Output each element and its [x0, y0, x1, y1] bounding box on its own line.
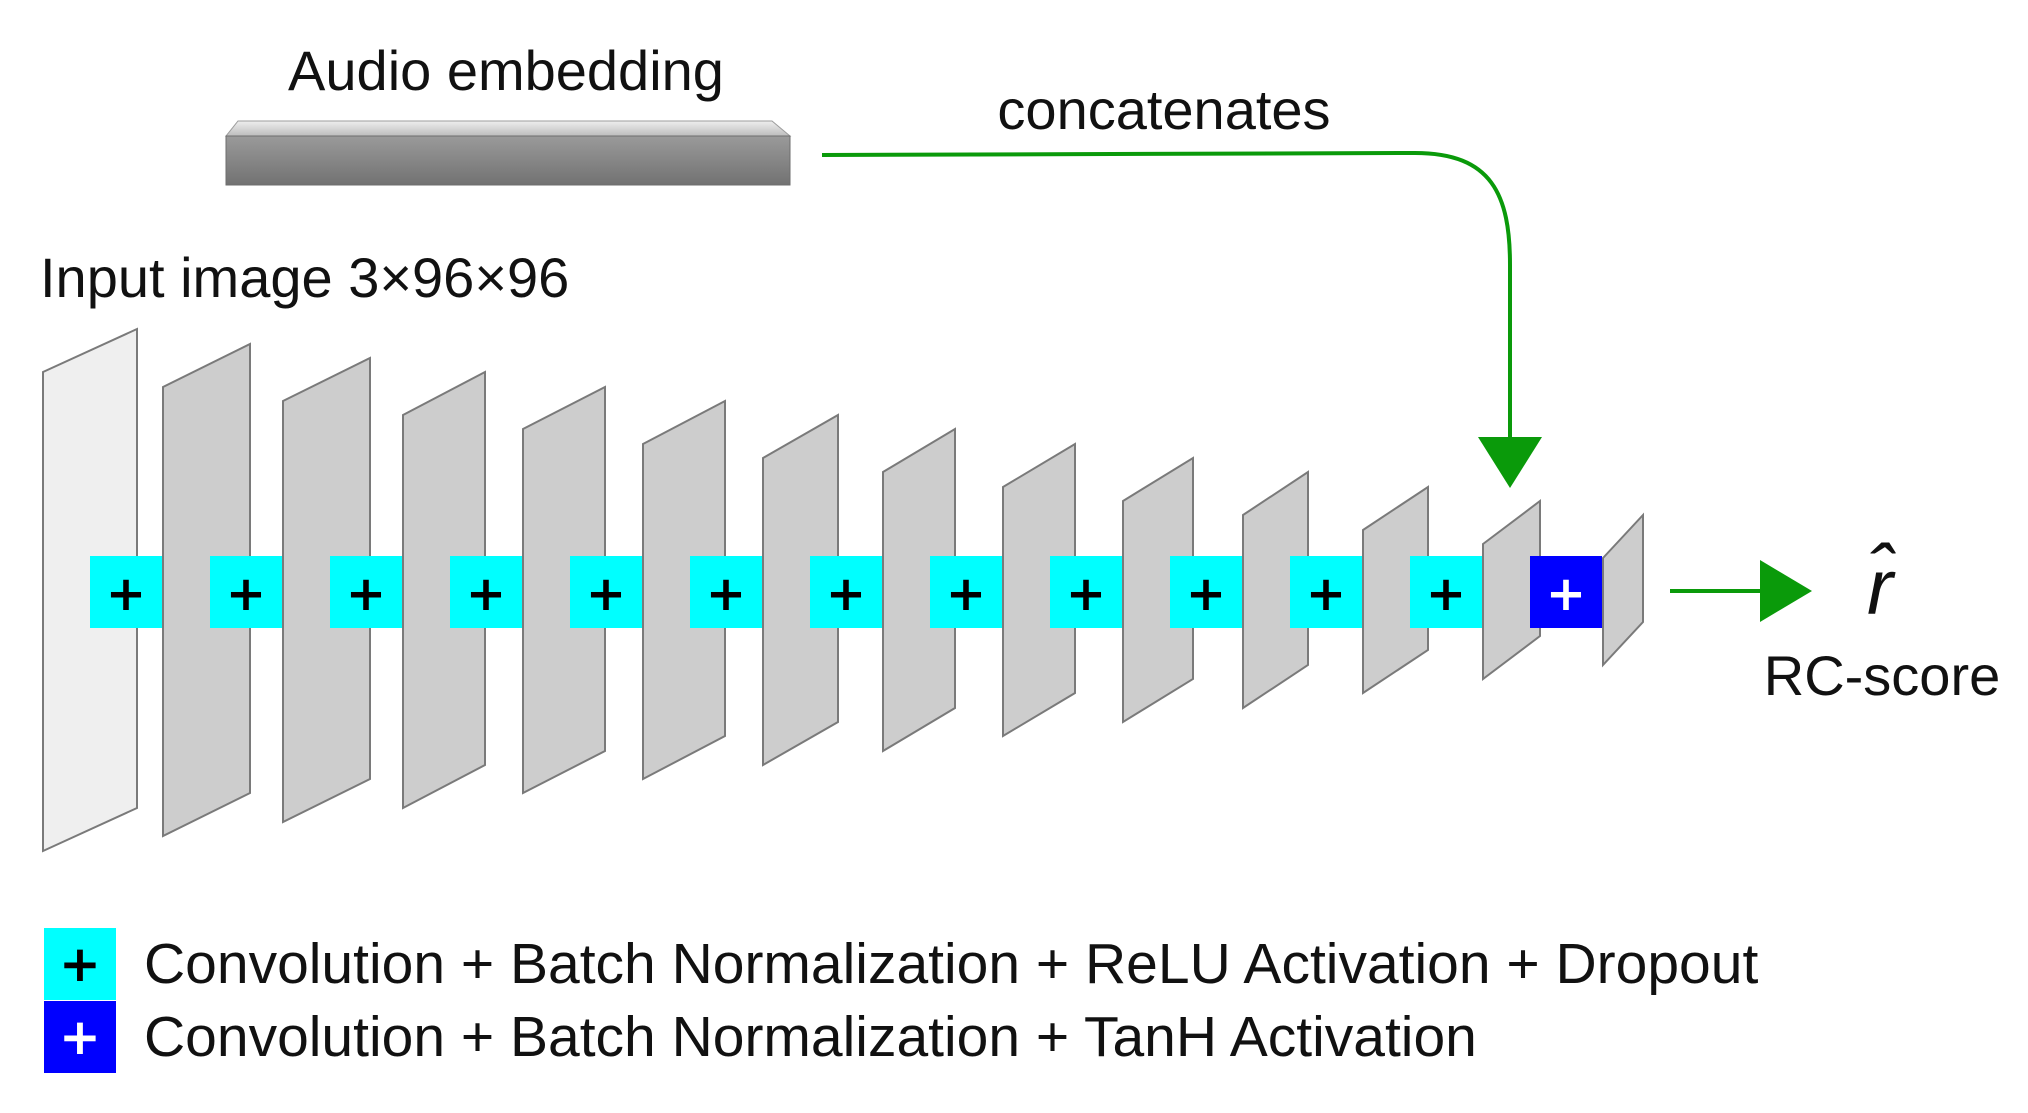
feature-map-layer — [1362, 485, 1429, 695]
conv-block — [570, 556, 642, 628]
concatenate-arrow-line — [821, 150, 1512, 440]
feature-map-layer — [1242, 470, 1309, 710]
legend-conv-label: Convolution + Batch Normalization + ReLU… — [144, 932, 1759, 996]
conv-block-symbol: + — [106, 566, 146, 622]
conv-block-symbol: + — [346, 566, 386, 622]
conv-block — [450, 556, 522, 628]
feature-map-layer — [162, 342, 251, 838]
legend-tanh-label: Convolution + Batch Normalization + TanH… — [144, 1005, 1477, 1069]
feature-map-layer — [642, 399, 726, 781]
feature-map-layer — [1602, 512, 1644, 668]
feature-map-layer — [882, 427, 956, 753]
feature-map-layer — [402, 370, 486, 810]
output-arrow-head — [1760, 560, 1812, 622]
output-symbol: r̂ — [1867, 543, 1896, 631]
conv-block — [330, 556, 402, 628]
conv-block-symbol: + — [586, 566, 626, 622]
audio-embedding-label: Audio embedding — [288, 39, 724, 102]
feature-map-layer — [1002, 442, 1076, 738]
conv-blocks: + + + + + + + + + + + + — [90, 556, 1482, 628]
conv-block — [90, 556, 162, 628]
conv-block-symbol: + — [1306, 566, 1346, 622]
legend-tanh-swatch: + — [44, 1001, 116, 1073]
conv-block — [930, 556, 1002, 628]
concatenates-label: concatenates — [997, 78, 1330, 141]
feature-map-layer — [1482, 498, 1541, 682]
tanh-block-symbol: + — [1546, 566, 1586, 622]
input-image-label: Input image 3×96×96 — [40, 246, 569, 309]
audio-embedding-bar — [224, 120, 792, 186]
feature-map-layer — [282, 356, 371, 824]
conv-block — [690, 556, 762, 628]
conv-block-symbol: + — [1426, 566, 1466, 622]
conv-block-symbol: + — [226, 566, 266, 622]
conv-block-symbol: + — [946, 566, 986, 622]
conv-block — [210, 556, 282, 628]
tanh-block — [1530, 556, 1602, 628]
conv-block-symbol: + — [1066, 566, 1106, 622]
feature-map-layer — [1122, 456, 1194, 724]
feature-map-layer — [522, 385, 606, 795]
legend-item-conv: + Convolution + Batch Normalization + Re… — [44, 928, 1758, 1000]
rc-score-label: RC-score — [1764, 644, 2000, 707]
conv-block-symbol: + — [826, 566, 866, 622]
conv-block — [1050, 556, 1122, 628]
legend-conv-swatch: + — [44, 928, 116, 1000]
conv-block — [1290, 556, 1362, 628]
conv-block — [1170, 556, 1242, 628]
conv-block-symbol: + — [706, 566, 746, 622]
legend-item-tanh: + Convolution + Batch Normalization + Ta… — [44, 1001, 1477, 1073]
conv-block-symbol: + — [466, 566, 506, 622]
conv-block — [810, 556, 882, 628]
concatenate-arrow-head — [1478, 437, 1542, 488]
conv-block-symbol: + — [1186, 566, 1226, 622]
feature-map-layer — [762, 413, 839, 767]
conv-block — [1410, 556, 1482, 628]
